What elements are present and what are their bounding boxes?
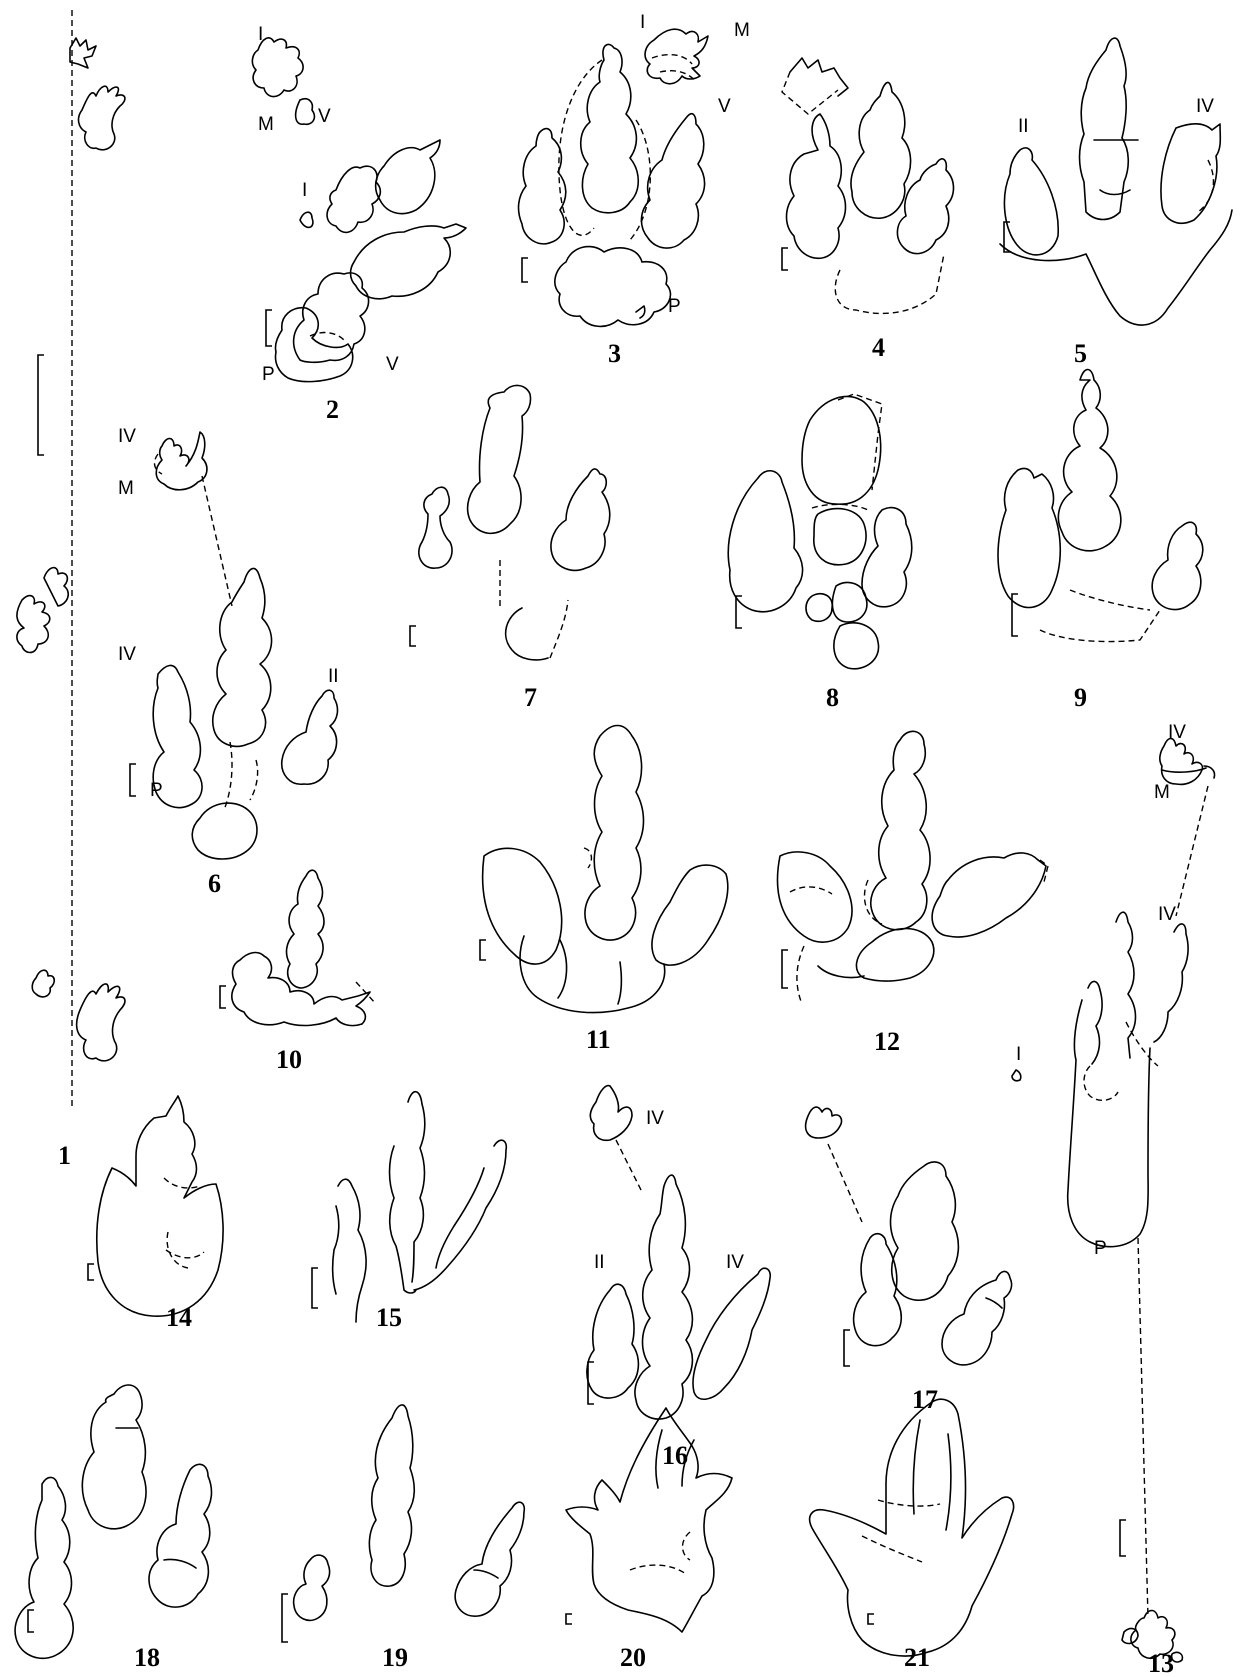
figure-7-footprint: 7	[410, 385, 610, 712]
figure-number-15: 15	[376, 1303, 402, 1332]
label-f2-digit-I: I	[258, 24, 263, 45]
label-f6-pes: P	[150, 780, 163, 801]
figure-11-footprint: 11	[480, 726, 728, 1055]
figure-number-9: 9	[1074, 683, 1087, 712]
label-f16-digit-II: II	[594, 1252, 605, 1273]
figure-21-footprint: 21	[810, 1399, 1014, 1672]
figure-number-2: 2	[326, 395, 339, 424]
figure-number-1: 1	[58, 1141, 71, 1170]
label-f6-manus: M	[118, 478, 134, 499]
label-f3-manus: M	[734, 20, 750, 41]
label-f13-digit-IV-manus: IV	[1168, 722, 1186, 743]
figure-number-13: 13	[1148, 1649, 1174, 1677]
figure-number-12: 12	[874, 1027, 900, 1056]
figure-number-21: 21	[904, 1643, 930, 1672]
label-f6-digit-IV-manus: IV	[118, 426, 136, 447]
label-f13-pes: P	[1094, 1238, 1107, 1259]
figure-12-footprint: 12	[777, 731, 1048, 1056]
label-f16-digit-IV-manus: IV	[646, 1108, 664, 1129]
figure-8-footprint: 8	[728, 394, 911, 712]
figure-number-14: 14	[166, 1303, 192, 1332]
figure-15-footprint: 15	[312, 1092, 506, 1332]
label-f6-digit-II: II	[328, 666, 339, 687]
figure-number-6: 6	[208, 869, 221, 898]
figure-1-trackway	[17, 10, 125, 1110]
label-f3-pes: P	[668, 296, 681, 317]
figure-17-footprint: 17	[806, 1107, 1012, 1414]
figure-19-footprint: 19	[282, 1405, 524, 1672]
label-f13-manus: M	[1154, 782, 1170, 803]
figure-6-footprint: IV M IV II P 6	[118, 426, 339, 898]
label-f2-pes: P	[262, 364, 275, 385]
figure-number-11: 11	[586, 1025, 611, 1054]
label-f6-digit-IV: IV	[118, 644, 136, 665]
figure-number-17: 17	[912, 1385, 938, 1414]
label-f16-digit-IV: IV	[726, 1252, 744, 1273]
figure-5-footprint: II IV 5	[1000, 38, 1232, 368]
label-f2-digit-V: V	[318, 106, 331, 127]
figure-number-19: 19	[382, 1643, 408, 1672]
label-f3-digit-V: V	[718, 96, 731, 117]
figure-number-3: 3	[608, 339, 621, 368]
figure-16-footprint: IV II IV 16	[587, 1086, 770, 1470]
figure-10-footprint: 10	[220, 870, 376, 1074]
label-f3-digit-I: I	[640, 12, 645, 33]
label-f2-digit-I-b: I	[302, 180, 307, 201]
label-f2-manus: M	[258, 114, 274, 135]
figure-13-trackway: IV M IV I P 13	[1012, 722, 1215, 1677]
figure-number-18: 18	[134, 1643, 160, 1672]
figure-number-8: 8	[826, 683, 839, 712]
figure-number-10: 10	[276, 1045, 302, 1074]
figure-18-footprint: 18	[15, 1385, 211, 1672]
label-f5-digit-IV: IV	[1196, 96, 1214, 117]
figure-number-7: 7	[524, 683, 537, 712]
figure-9-footprint: 9	[998, 370, 1203, 713]
figure-number-5: 5	[1074, 339, 1087, 368]
figure-2-footprint: I M V I P V 2	[252, 24, 466, 424]
figure-14-footprint: 14	[88, 1096, 223, 1332]
figure-3-footprint: I M V P 3	[519, 12, 750, 368]
figure-20-footprint: 20	[566, 1408, 732, 1672]
label-f5-digit-II: II	[1018, 116, 1029, 137]
figure-number-4: 4	[872, 333, 885, 362]
label-f13-digit-I: I	[1016, 1044, 1021, 1065]
label-f2-digit-V-b: V	[386, 354, 399, 375]
figure-number-20: 20	[620, 1643, 646, 1672]
figure-4-footprint: 4	[782, 58, 954, 362]
label-f13-digit-IV: IV	[1158, 904, 1176, 925]
